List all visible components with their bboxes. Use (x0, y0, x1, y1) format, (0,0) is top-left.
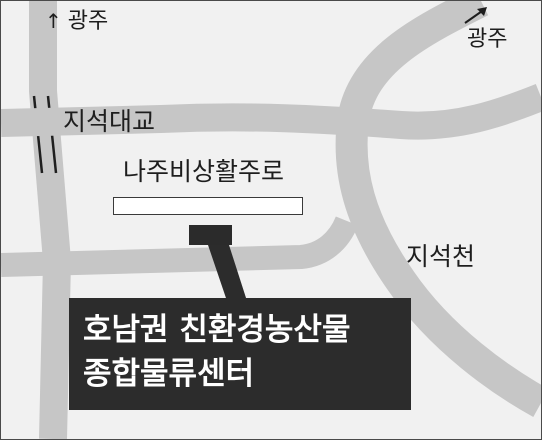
callout-line-1: 호남권 친환경농산물 (83, 312, 351, 348)
upper-horizontal-road (1, 84, 541, 140)
callout-line-2: 종합물류센터 (83, 356, 255, 392)
arrow-up-right-icon (464, 7, 487, 24)
label-gwangju-northeast: 광주 (467, 27, 508, 52)
lower-horizontal-road (1, 216, 359, 277)
left-vertical-road (29, 1, 72, 439)
arrow-up-icon: ↑ (45, 9, 62, 33)
label-gwangju-north-text: 광주 (67, 9, 109, 34)
label-jiseok-stream: 지석천 (406, 242, 476, 271)
label-jiseok-bridge: 지석대교 (63, 107, 156, 136)
runway-road-bar (113, 197, 303, 215)
label-gwangju-north: ↑광주 (45, 11, 108, 33)
callout-box: 호남권 친환경농산물 종합물류센터 (69, 298, 411, 410)
stream-channel (335, 1, 541, 418)
location-marker (189, 225, 232, 245)
label-naju-runway-road: 나주비상활주로 (123, 157, 285, 186)
callout-pointer (208, 245, 247, 301)
